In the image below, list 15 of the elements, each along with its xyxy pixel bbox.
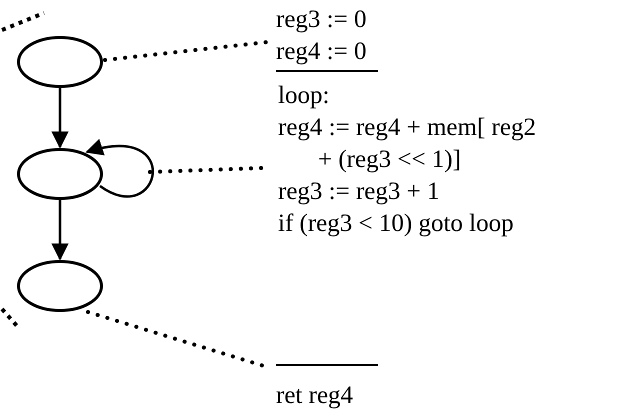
ellipse-node bbox=[17, 148, 103, 200]
arrow bbox=[51, 88, 69, 149]
ellipse-node bbox=[17, 36, 103, 88]
code-line: reg3 := reg3 + 1 bbox=[278, 177, 440, 207]
code-line: reg3 := 0 bbox=[276, 5, 368, 35]
leader-line bbox=[148, 166, 264, 174]
leader-line bbox=[86, 310, 266, 368]
code-line: ret reg4 bbox=[276, 381, 354, 411]
code-line: reg4 := 0 bbox=[276, 37, 368, 67]
leader-line bbox=[103, 40, 270, 62]
arrow bbox=[51, 200, 69, 261]
arrow bbox=[85, 140, 154, 198]
code-line: if (reg3 < 10) goto loop bbox=[278, 209, 515, 239]
ellipse-node bbox=[17, 260, 103, 312]
code-line: loop: bbox=[278, 81, 330, 111]
